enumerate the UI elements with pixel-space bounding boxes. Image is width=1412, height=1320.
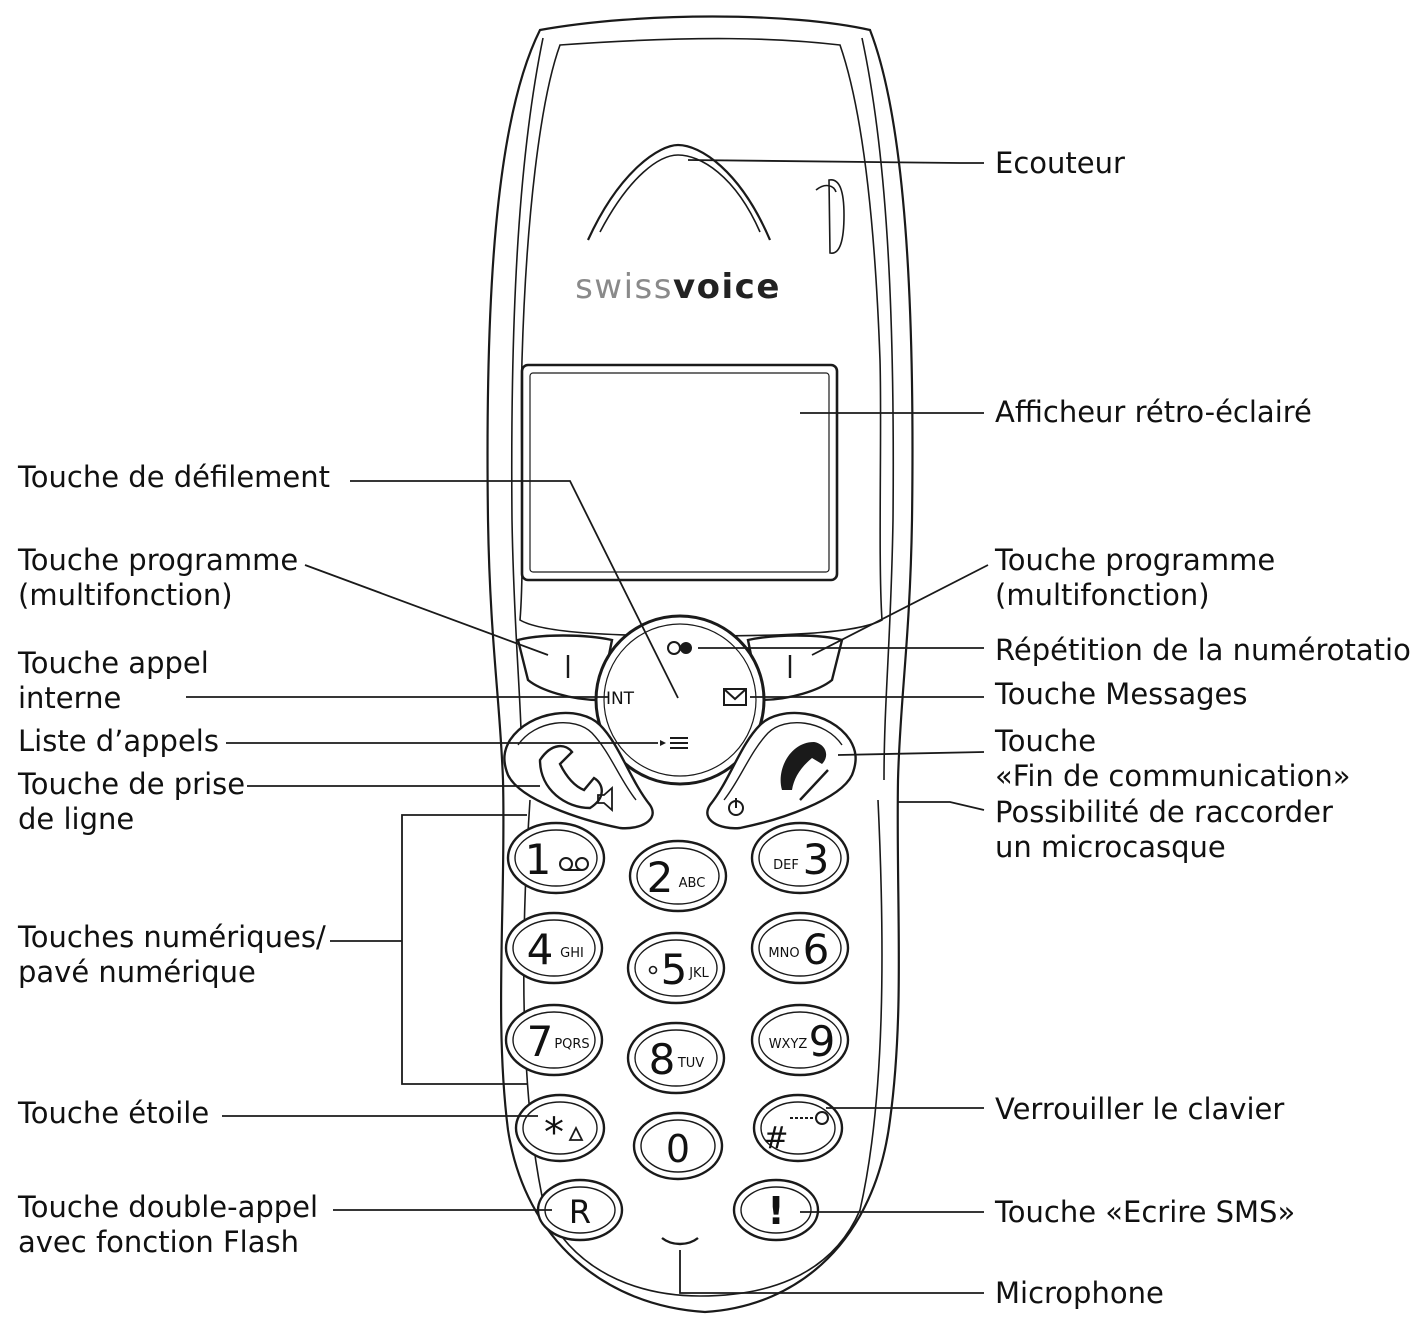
svg-text:7: 7: [527, 1017, 554, 1066]
label-defilement: Touche de défilement: [18, 460, 331, 494]
svg-text:JKL: JKL: [688, 966, 709, 981]
key-2[interactable]: 2 ABC: [628, 839, 728, 913]
leader-lines: [186, 159, 989, 1294]
handset-icon: [538, 745, 603, 810]
label-programme-left: Touche programme(multifonction): [18, 543, 299, 612]
envelope-icon: [723, 688, 747, 706]
label-fin-communication: Touche«Fin de communication»: [995, 724, 1351, 793]
label-microphone: Microphone: [995, 1276, 1164, 1310]
bell-icon: [568, 1125, 584, 1141]
voicemail-icon: [559, 857, 589, 871]
redial-icon: [667, 641, 692, 655]
end-call-handset-icon: [780, 742, 827, 790]
label-liste-appels: Liste d’appels: [18, 724, 219, 758]
key-lock-icon: [790, 1111, 829, 1125]
key-6[interactable]: MNO 6: [750, 911, 850, 985]
brand-logo: swissvoice: [575, 267, 781, 307]
svg-text:!: !: [767, 1189, 784, 1233]
svg-text:6: 6: [803, 925, 830, 974]
svg-text:MNO: MNO: [768, 946, 799, 961]
svg-text:GHI: GHI: [560, 946, 584, 961]
svg-text:3: 3: [803, 835, 830, 884]
svg-text:1: 1: [525, 835, 552, 884]
earpiece: [586, 143, 772, 241]
svg-text:4: 4: [527, 925, 554, 974]
svg-text:ABC: ABC: [679, 876, 706, 891]
display-screen: [520, 363, 839, 582]
label-programme-right: Touche programme(multifonction): [995, 543, 1276, 612]
speaker-icon: [597, 786, 613, 812]
call-list-icon: [660, 737, 688, 749]
int-label: INT: [606, 689, 635, 709]
microphone-slot: [661, 1237, 699, 1246]
svg-text:#: #: [763, 1121, 788, 1156]
label-ecouteur: Ecouteur: [995, 146, 1125, 180]
power-icon: [728, 798, 744, 816]
key-4[interactable]: 4 GHI: [504, 911, 604, 985]
key-8[interactable]: 8 TUV: [626, 1021, 726, 1095]
svg-text:5: 5: [661, 945, 688, 994]
svg-text:DEF: DEF: [773, 858, 799, 873]
svg-text:2: 2: [647, 853, 674, 902]
label-afficheur: Afficheur rétro-éclairé: [995, 395, 1312, 429]
svg-text:WXYZ: WXYZ: [769, 1037, 808, 1052]
svg-text:*: *: [544, 1110, 564, 1156]
key-r[interactable]: R: [536, 1178, 624, 1242]
label-verrouiller: Verrouiller le clavier: [995, 1092, 1285, 1126]
key-3[interactable]: DEF 3: [750, 821, 850, 895]
key-1[interactable]: 1: [506, 821, 606, 895]
key-sms[interactable]: !: [732, 1178, 820, 1242]
brand-suffix: voice: [673, 267, 781, 307]
key-hash[interactable]: #: [752, 1093, 844, 1163]
svg-text:R: R: [569, 1193, 591, 1231]
navigation-key[interactable]: [594, 614, 766, 786]
key-5[interactable]: 5 JKL: [626, 931, 726, 1005]
svg-text:9: 9: [809, 1017, 836, 1066]
end-call-key[interactable]: [706, 711, 857, 830]
label-repetition: Répétition de la numérotation: [995, 633, 1412, 667]
svg-text:0: 0: [666, 1127, 690, 1171]
key-9[interactable]: WXYZ 9: [750, 1003, 850, 1077]
key-0[interactable]: 0: [632, 1111, 724, 1181]
svg-text:PQRS: PQRS: [554, 1037, 589, 1052]
svg-text:8: 8: [649, 1035, 676, 1084]
key-star[interactable]: *: [514, 1093, 606, 1163]
brand-prefix: swiss: [575, 267, 673, 307]
key-7[interactable]: 7 PQRS: [504, 1003, 604, 1077]
label-messages: Touche Messages: [995, 677, 1248, 711]
label-etoile: Touche étoile: [18, 1096, 210, 1130]
label-ecrire-sms: Touche «Ecrire SMS»: [995, 1195, 1296, 1229]
off-hook-key[interactable]: [503, 711, 654, 830]
svg-text:TUV: TUV: [677, 1056, 704, 1071]
label-touches-numeriques: Touches numériques/pavé numérique: [18, 920, 326, 989]
